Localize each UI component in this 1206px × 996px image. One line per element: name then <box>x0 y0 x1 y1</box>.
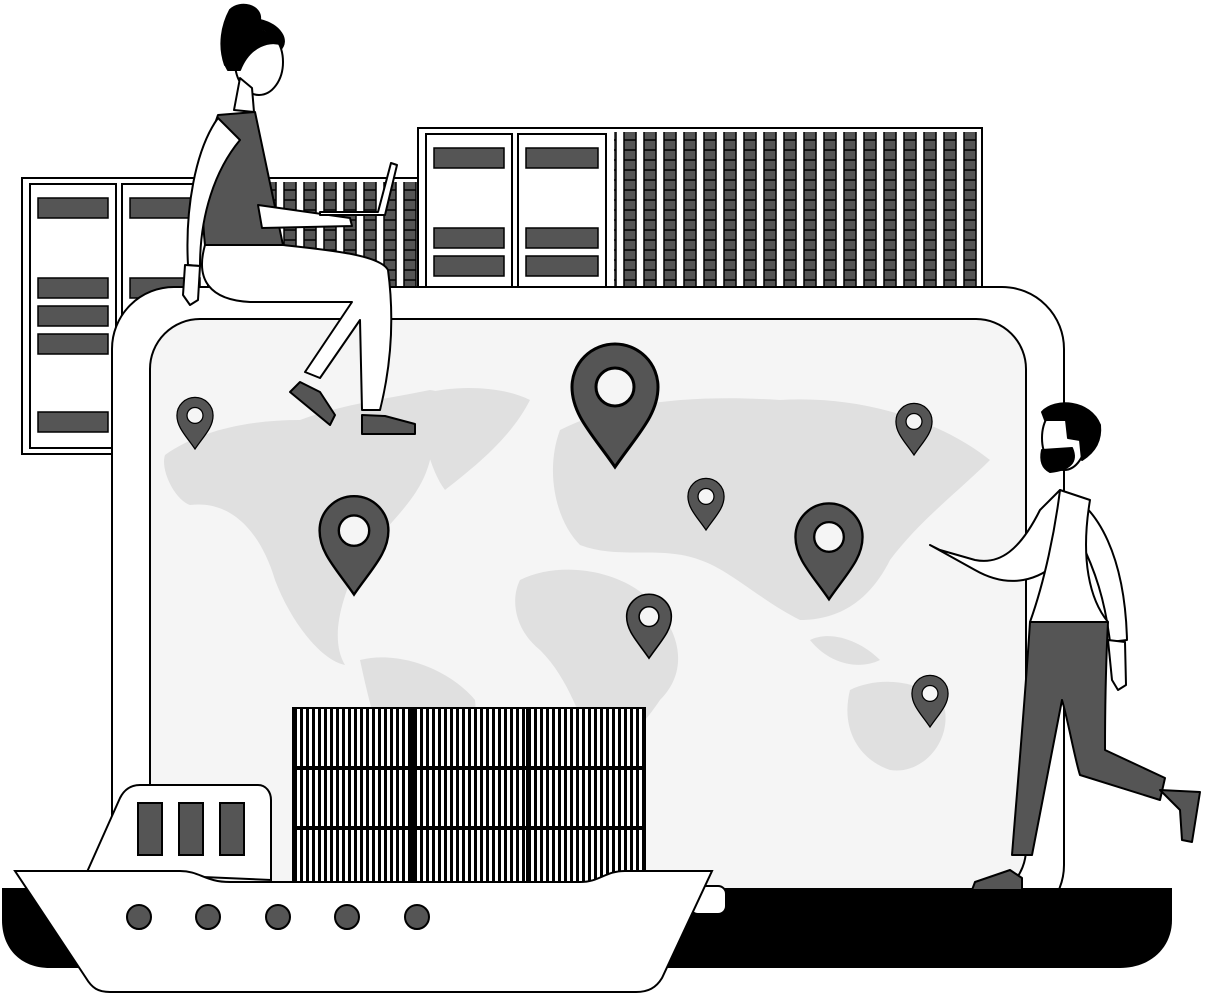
cargo-ship-icon <box>13 784 714 993</box>
shipping-container-right <box>417 127 983 291</box>
person-with-laptop <box>182 3 416 435</box>
person-walking <box>929 402 1201 891</box>
cargo-containers <box>292 707 646 885</box>
